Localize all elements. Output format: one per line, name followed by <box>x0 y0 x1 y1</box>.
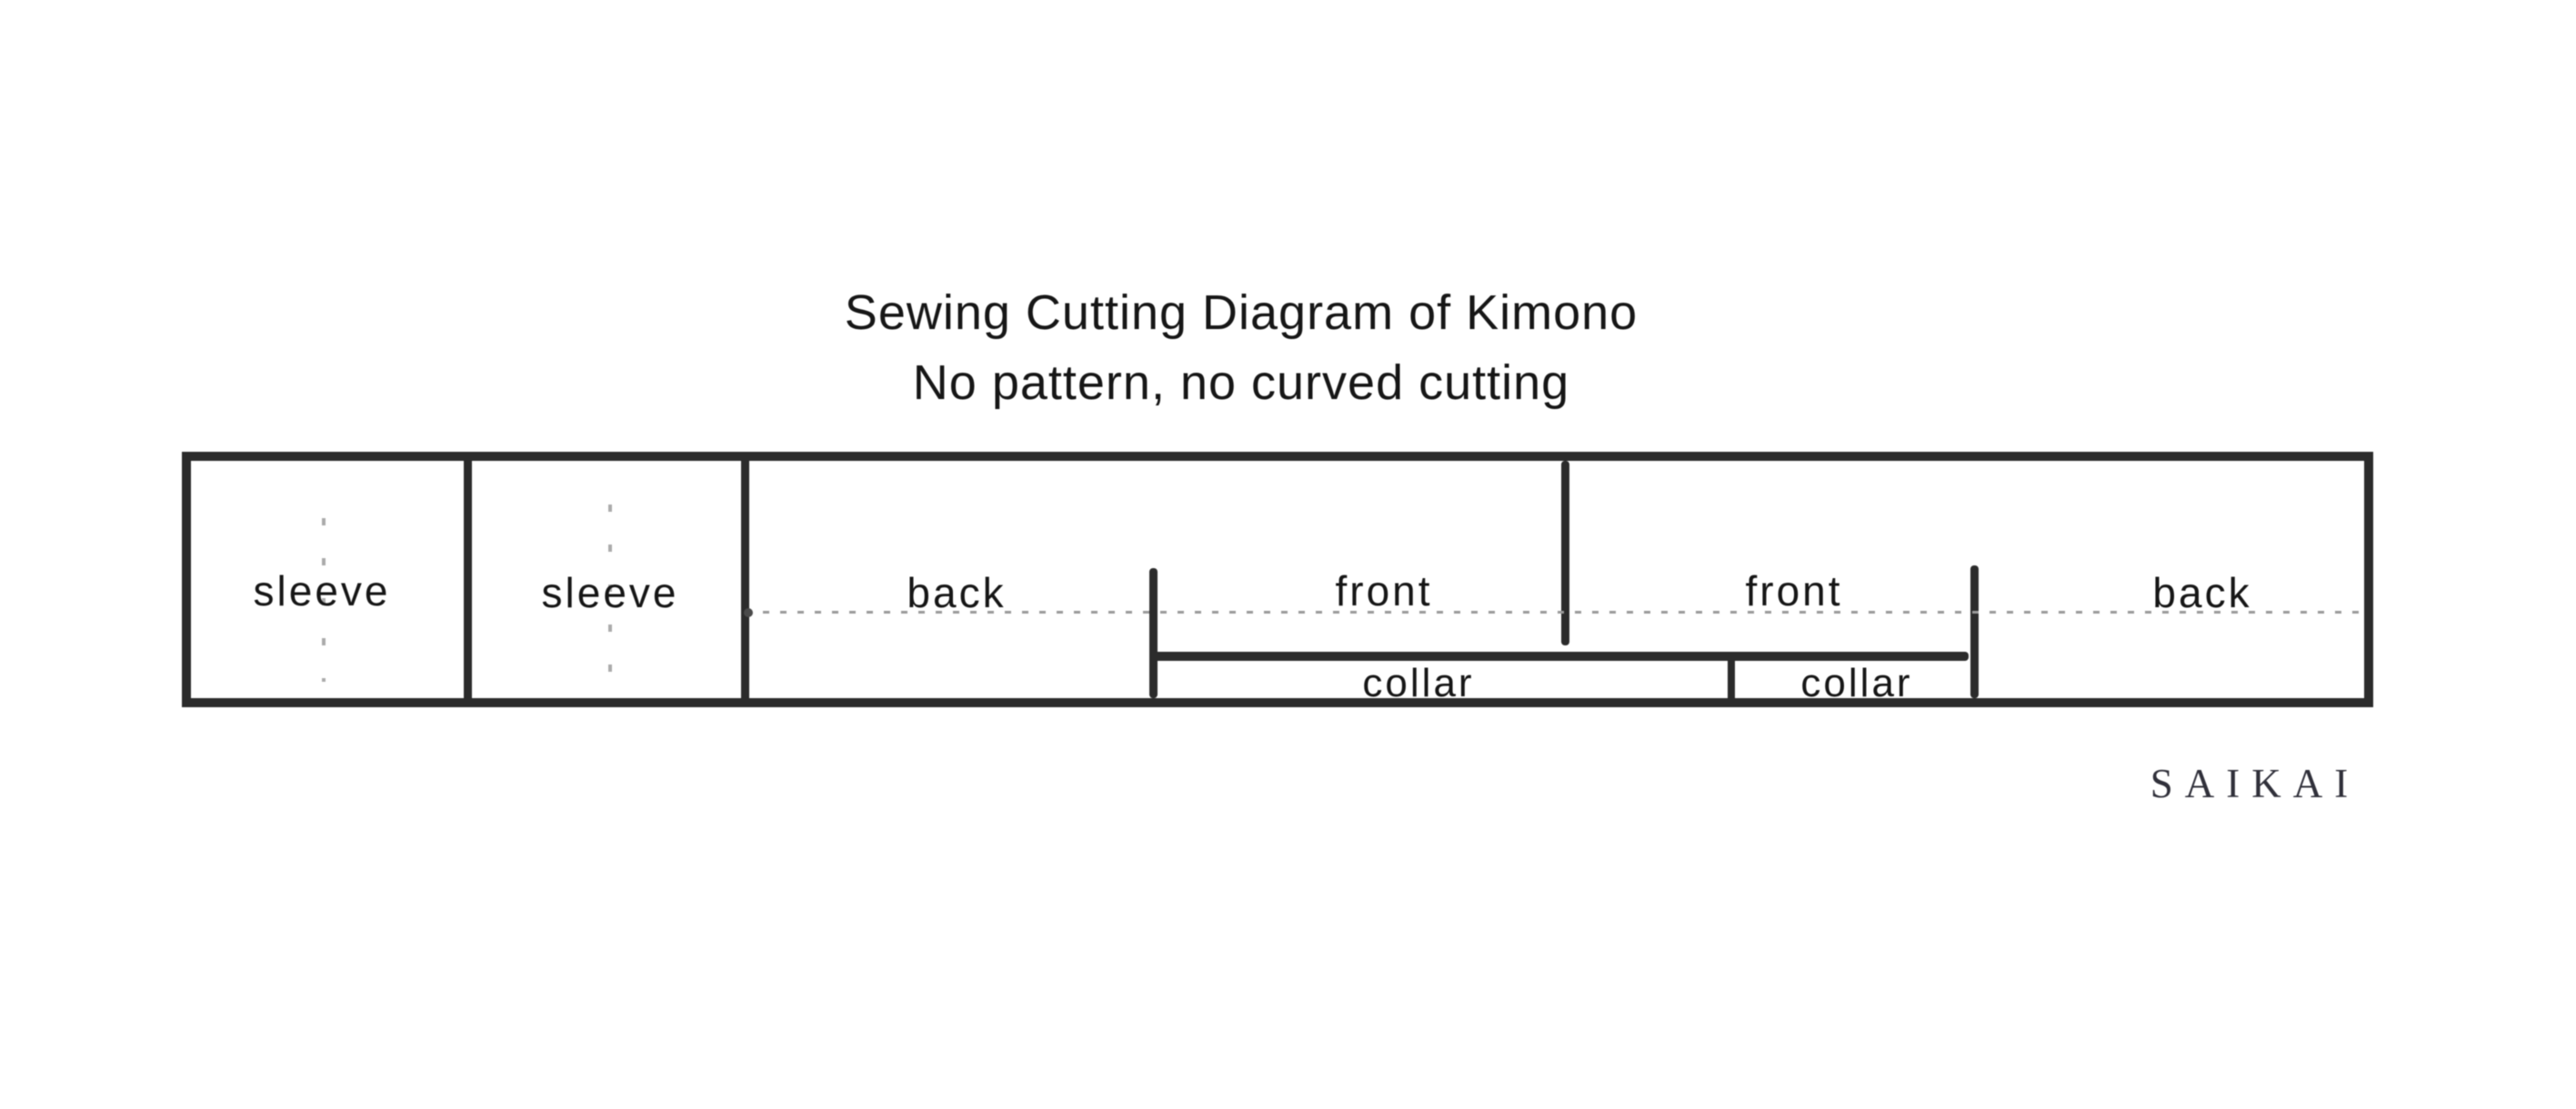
cut-line-back-front-left <box>1149 568 1158 698</box>
sleeve2-fold-line <box>608 505 612 695</box>
label-front-left: front <box>1335 567 1433 614</box>
cut-line-collar-divider <box>1728 656 1735 698</box>
sleeve1-fold-line <box>322 518 326 682</box>
fabric-outline: sleeve sleeve back front front back coll… <box>182 452 2373 707</box>
label-sleeve-2: sleeve <box>541 569 679 616</box>
brand-watermark: SAIKAI <box>2150 761 2360 806</box>
title-line-2: No pattern, no curved cutting <box>912 355 1570 410</box>
fold-line-start-dot <box>744 608 753 617</box>
title-line-1: Sewing Cutting Diagram of Kimono <box>844 285 1639 340</box>
diagram-title: Sewing Cutting Diagram of Kimono No patt… <box>332 278 2150 418</box>
cut-line-front-front <box>1561 461 1569 645</box>
label-collar-right: collar <box>1800 661 1913 705</box>
cut-line-collar <box>1154 652 1969 661</box>
label-back-left: back <box>907 569 1007 616</box>
label-sleeve-1: sleeve <box>253 567 391 614</box>
cut-line-front-back-right <box>1970 565 1979 698</box>
cut-line-sleeve1-sleeve2 <box>464 461 472 698</box>
body-fold-line <box>746 611 2364 614</box>
label-front-right: front <box>1745 567 1843 614</box>
label-back-right: back <box>2152 569 2252 616</box>
cut-line-sleeve2-back <box>741 461 749 698</box>
label-collar-left: collar <box>1362 661 1475 705</box>
